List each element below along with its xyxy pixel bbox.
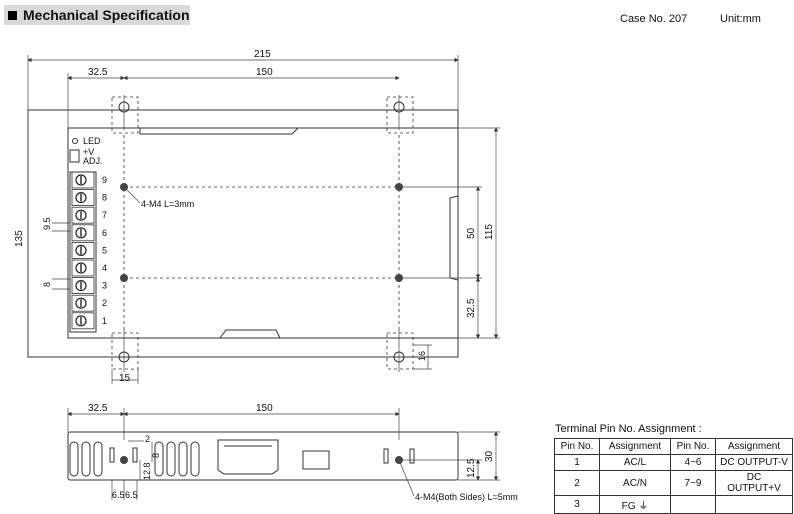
slot-circles [118,95,405,372]
cell: AC/N [599,470,671,496]
terminal-number: 6 [102,228,107,238]
adj-label: ADJ. [83,156,103,166]
terminal-cell [71,277,95,295]
terminal-cell [71,294,95,312]
dim-150-top: 150 [256,67,273,78]
header-pin-no-1: Pin No. [554,438,600,455]
led-label: LED [83,136,101,146]
dim-8: 8 [42,282,52,287]
terminal-screw-icon [75,192,87,204]
cell: 1 [554,454,600,471]
dim-9-5: 9.5 [42,217,52,230]
table-header-row: Pin No. Assignment Pin No. Assignment [554,438,793,455]
mount-holes [120,183,403,282]
terminal-screw-icon [75,174,87,186]
terminal-cell [71,312,95,330]
header-pin-no-2: Pin No. [670,438,716,455]
terminal-cell [71,259,95,277]
dim-50: 50 [466,227,477,239]
cell: 4~6 [670,454,716,471]
terminal-screw-icon [75,262,87,274]
section-title: Mechanical Specification [4,5,190,25]
table-row: 2 AC/N 7~9 DC OUTPUT+V [554,470,793,496]
case-number: Case No. 207 [620,13,688,25]
terminal-cell [71,189,95,207]
plus-v-label: +V [83,147,94,157]
terminal-number: 8 [102,193,107,203]
terminal-number: 2 [102,298,107,308]
dim-12-5: 12.5 [466,458,477,478]
terminal-screw-icon [75,227,87,239]
pin-table-title: Terminal Pin No. Assignment : [555,423,702,435]
terminal-cell [71,241,95,259]
pin-assignment-table: Pin No. Assignment Pin No. Assignment 1 … [554,438,793,514]
header-assignment-2: Assignment [715,438,793,455]
unit-label: Unit:mm [720,13,761,25]
dim-15: 15 [119,373,131,384]
dim-16: 16 [417,351,427,361]
cell: DC OUTPUT-V [715,454,793,471]
dim-12-8: 12.8 [142,462,152,480]
terminal-number: 5 [102,245,107,255]
mount-note-top: 4-M4 L=3mm [141,199,194,209]
terminal-number: 9 [102,175,107,185]
terminal-screw-icon [75,209,87,221]
dim-32-5-top: 32.5 [88,67,108,78]
cell: AC/L [599,454,671,471]
title-text: Mechanical Specification [23,7,190,23]
terminal-cell [71,171,95,189]
dim-6-5-b: 6.5 [125,490,138,500]
header-assignment-1: Assignment [599,438,671,455]
terminal-block: 9 8 7 6 5 4 3 2 1 [71,171,107,330]
terminal-cell [71,206,95,224]
cell: 7~9 [670,470,716,496]
side-view: 32.5 150 2 8 12.8 6.5 6.5 [67,403,518,502]
terminal-number: 4 [102,263,107,273]
terminal-screw-icon [75,297,87,309]
terminal-screw-icon [75,280,87,292]
title-square-icon [8,10,17,20]
dim-8-side: 8 [151,453,161,458]
terminal-screw-icon [75,315,87,327]
mount-note-side: 4-M4(Both Sides) L=5mm [415,492,518,502]
dim-150-side: 150 [256,403,273,414]
dim-6-5-a: 6.5 [112,490,125,500]
dim-115: 115 [484,224,495,240]
dim-2: 2 [145,434,150,444]
dim-30: 30 [484,450,495,462]
table-row: 1 AC/L 4~6 DC OUTPUT-V [554,454,793,471]
dim-215: 215 [254,49,271,60]
dim-135: 135 [14,230,25,247]
cell [670,495,716,514]
terminal-number: 1 [102,316,107,326]
cell: FG ⏚ [599,495,671,514]
cell: 3 [554,495,600,514]
top-view: 215 32.5 150 [14,49,500,384]
terminal-number: 7 [102,210,107,220]
cell [715,495,793,514]
table-row: 3 FG ⏚ [554,495,793,514]
terminal-screw-icon [75,244,87,256]
cell: 2 [554,470,600,496]
dim-32-5-side: 32.5 [88,403,108,414]
cell: DC OUTPUT+V [715,470,793,496]
terminal-cell [71,224,95,242]
dim-32-5-right: 32.5 [466,298,477,318]
terminal-number: 3 [102,281,107,291]
